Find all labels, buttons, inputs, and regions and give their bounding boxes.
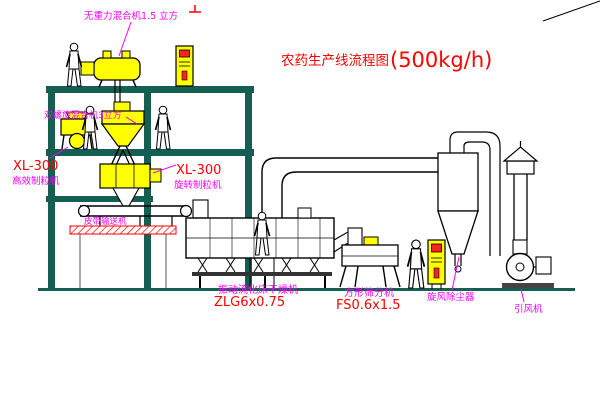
label-top-mixer: 无重力混合机1.5 立方 [84, 10, 178, 22]
control-cabinet-2 [427, 239, 446, 289]
label-granulator-mid-name: 旋转制粒机 [174, 179, 222, 191]
induced-draft-fan [502, 239, 554, 288]
diagram-capacity: (500kg/h) [390, 48, 492, 72]
control-cabinet-1 [175, 45, 194, 87]
label-cyclone: 旋风除尘器 [427, 291, 475, 303]
label-screw-mixer: 双螺旋混合机3立方 [44, 109, 122, 121]
rotary-granulator [99, 163, 162, 207]
label-sieve-model: FS0.6x1.5 [336, 298, 401, 313]
belt-conveyor [77, 204, 193, 226]
square-sieve [339, 227, 401, 288]
label-granulator-left-model: XL-300 [13, 159, 58, 174]
label-sieve-name: 方形筛分机 [344, 286, 394, 299]
exhaust-stack [502, 141, 539, 240]
label-belt-conveyor: 皮带输送机 [84, 216, 127, 227]
ground-line [38, 288, 575, 291]
worker-figure-1 [65, 42, 83, 87]
platform-foundation [69, 225, 177, 288]
cyclone-separator [437, 131, 501, 273]
label-dryer-name: 振动流化床干燥机 [218, 283, 298, 296]
worker-figure-3 [154, 105, 172, 150]
diagram-title: 农药生产线流程图 [281, 53, 389, 69]
label-granulator-mid-model: XL-300 [176, 163, 221, 178]
label-dryer-model: ZLG6x0.75 [214, 295, 285, 310]
label-granulator-left-name: 高效制粒机 [12, 175, 60, 187]
label-fan: 引风机 [514, 303, 543, 315]
leader-lines [49, 21, 525, 303]
zero-gravity-mixer [80, 50, 141, 109]
border-marks [189, 0, 600, 22]
screw-cone-mixer [100, 101, 146, 171]
worker-figure-5 [406, 239, 426, 289]
exhaust-duct [261, 157, 438, 218]
